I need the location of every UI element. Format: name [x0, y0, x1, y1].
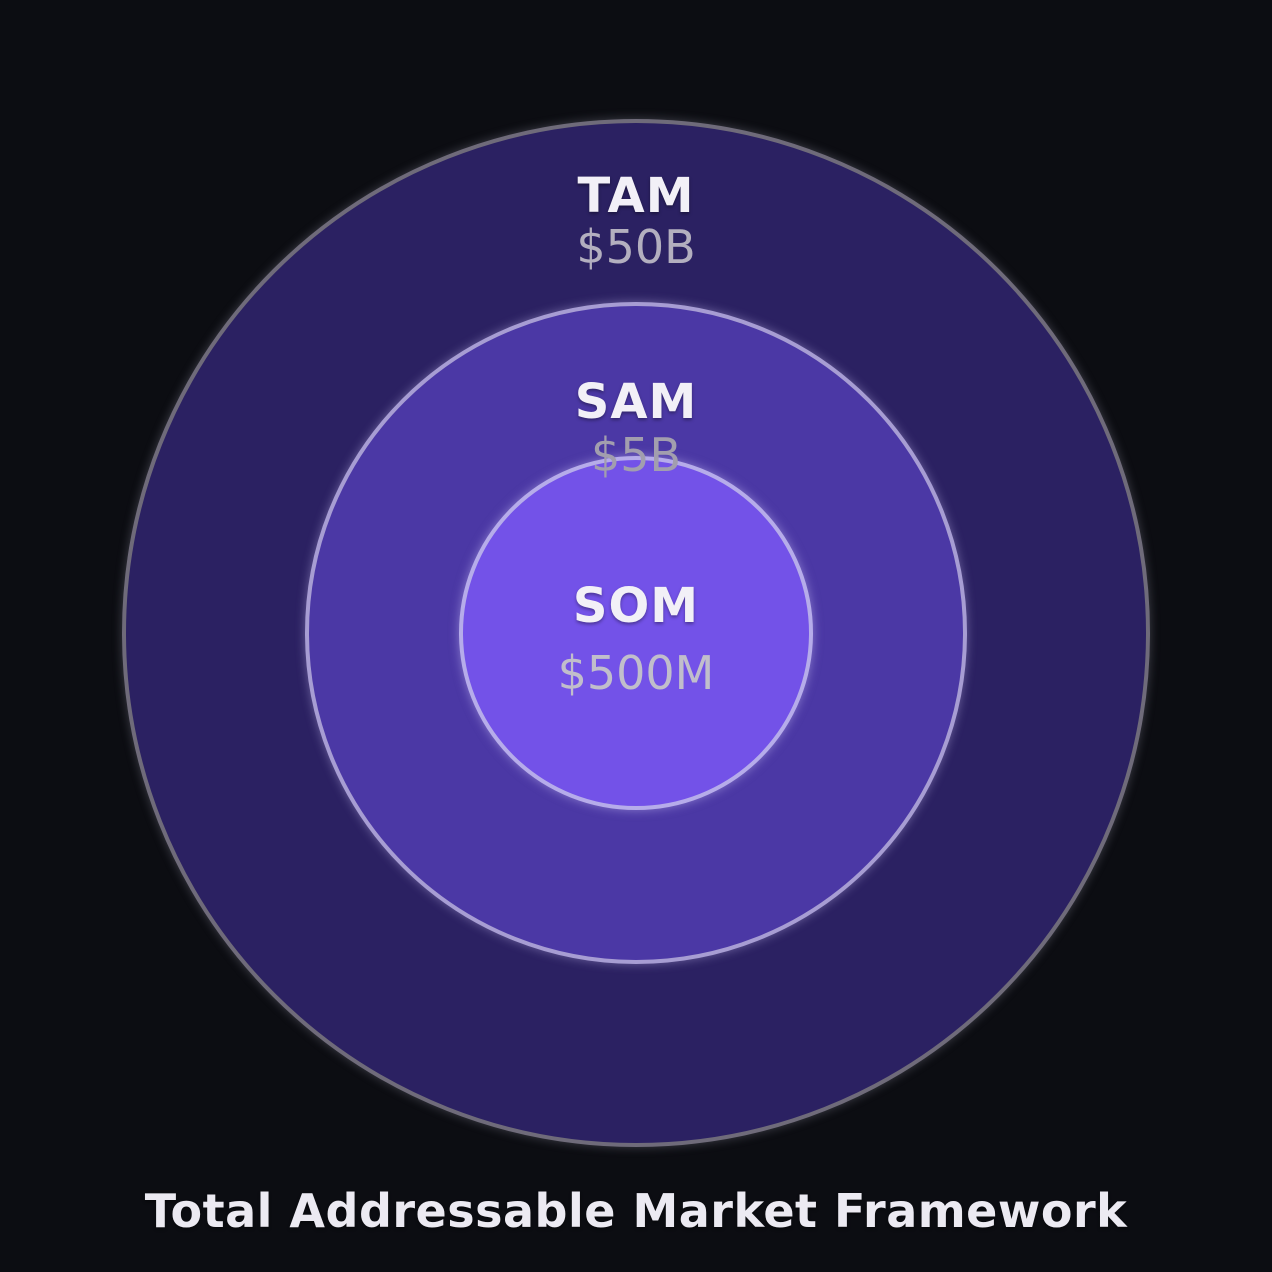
som-circle [459, 456, 813, 810]
diagram-title: Total Addressable Market Framework [144, 1184, 1128, 1238]
som-label: SOM [572, 578, 700, 634]
som-value: $500M [557, 646, 715, 700]
sam-label: SAM [574, 374, 698, 430]
sam-value: $5B [590, 428, 682, 482]
tam-value: $50B [576, 220, 696, 274]
tam-label: TAM [577, 168, 695, 224]
